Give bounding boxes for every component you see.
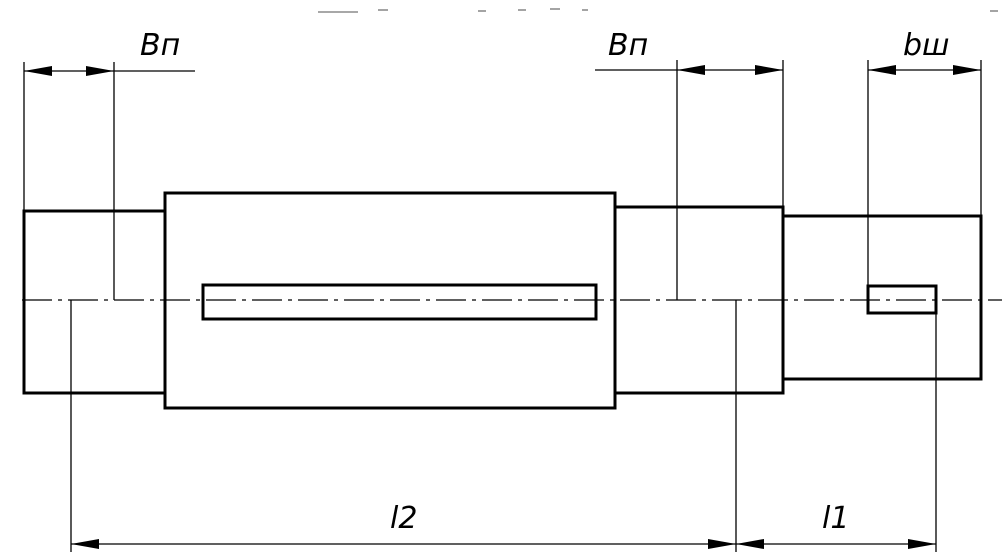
dimension-l1: l1 [736, 501, 936, 549]
dimension-bearing-left: Bп [24, 28, 195, 76]
shaft-left-journal [22, 209, 167, 395]
label-pulley-width: bш [903, 28, 950, 63]
keyway-main [201, 283, 598, 321]
dimension-pulley-width: bш [868, 28, 981, 75]
label-length-l2: l2 [390, 501, 417, 536]
extension-lines [23, 60, 982, 552]
label-bearing-width-left: Bп [140, 28, 180, 63]
label-bearing-width-right: Bп [608, 28, 648, 63]
dimension-l2: l2 [71, 501, 736, 549]
label-length-l1: l1 [822, 501, 849, 536]
shaft-output-end [781, 214, 983, 381]
dimension-bearing-right: Bп [595, 28, 783, 75]
scan-artifacts [318, 8, 998, 13]
